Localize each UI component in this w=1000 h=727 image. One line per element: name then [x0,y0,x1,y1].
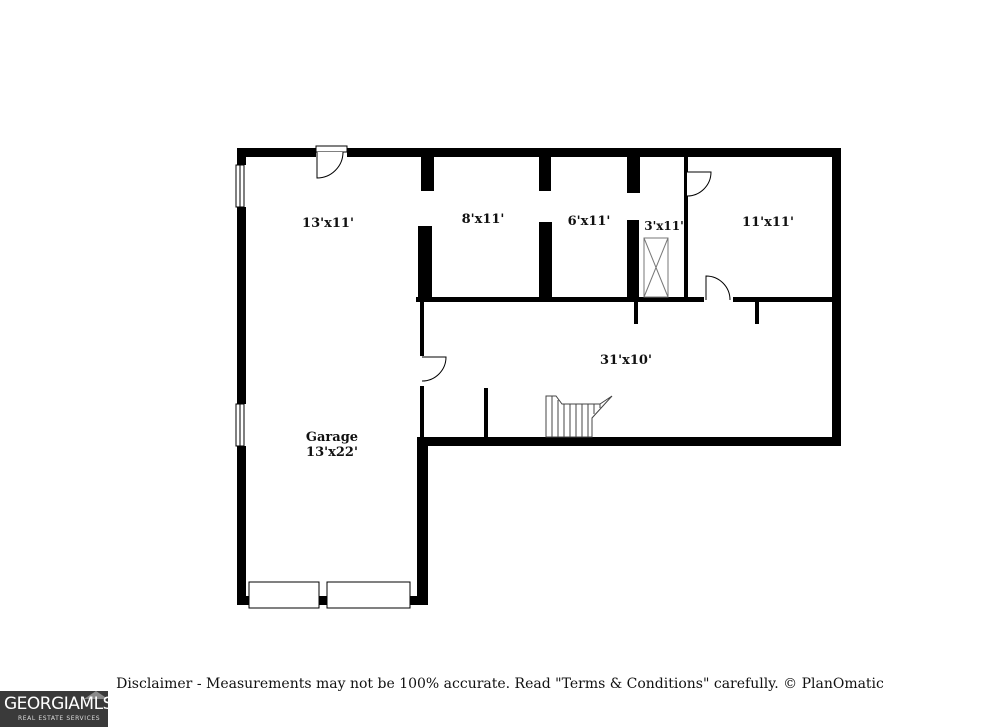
doors [315,145,731,382]
closet-box-outline [643,237,669,298]
wall-garage-right [417,437,428,605]
door-top-entry-frame [315,145,348,153]
partition-3x11-left [627,220,639,300]
wall-left-2 [237,207,246,404]
garage-door-1 [248,581,320,609]
georgia-mls-logo: GEORGIAMLS REAL ESTATE SERVICES [0,691,108,727]
garage-divider-2 [420,386,424,442]
partition-6x11-left [539,222,552,300]
stair-wall [484,388,488,440]
room-label-3x11: 3'x11' [644,219,684,233]
room-label-garage-name: Garage [306,430,358,445]
door-hall-11x11 [705,275,731,301]
garage-door-2 [326,581,411,609]
staircase-outline [545,395,613,438]
room-label-11x11: 11'x11' [742,215,794,230]
hall-wall-2 [733,297,841,302]
wall-garage-bottom-3 [410,596,428,605]
disclaimer-text: Disclaimer - Measurements may not be 100… [116,676,884,692]
garage-divider-1 [420,300,424,356]
hall-post-1 [634,300,638,324]
closet-box [643,237,669,298]
door-top-entry-arc [316,151,344,179]
door-hall-arc [705,275,731,301]
room-label-garage-size: 13'x22' [306,445,358,460]
partition-3x11-stub [627,157,640,193]
partition-8x11-stub [421,157,434,191]
logo-roof-icon [84,691,108,699]
hall-wall-1 [416,297,704,302]
room-label-8x11: 8'x11' [462,212,505,227]
staircase [545,395,613,438]
room-label-6x11: 6'x11' [568,214,611,229]
hall-post-2 [755,300,759,324]
interior-walls [416,157,841,442]
wall-left-1 [237,148,246,165]
wall-top-right [347,148,841,157]
logo-brand: GEORGIAMLS [4,694,108,714]
door-garage-hall [421,356,447,382]
wall-garage-bottom-2 [319,596,327,605]
closet-box-diag-2 [643,237,669,298]
room-label-31x10: 31'x10' [600,353,652,368]
wall-bottom-main [420,437,841,446]
garage-doors [248,581,411,609]
door-top-entry [315,145,348,179]
door-11x11-arc [686,171,712,197]
partition-8x11-left [418,226,432,300]
wall-garage-bottom-1 [237,596,250,605]
partition-6x11-stub [539,157,551,191]
door-garage-arc [421,356,447,382]
windows [235,164,245,447]
wall-left-3 [237,446,246,605]
logo-tagline: REAL ESTATE SERVICES [18,715,101,722]
room-label-13x11: 13'x11' [302,216,354,231]
wall-top-left [237,148,316,157]
door-11x11-room [686,171,712,197]
partition-11x11-left [684,157,688,300]
